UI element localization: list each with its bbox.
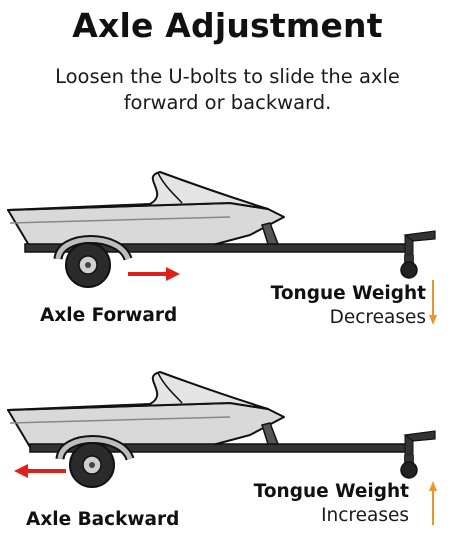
tongue-effect-decreases: Decreases [329,307,426,328]
tongue-weight-label-top: Tongue Weight [270,283,426,304]
move-arrow-right [128,267,180,281]
axle-wheel [53,235,133,288]
page-subtitle: Loosen the U-bolts to slide the axle for… [55,65,400,114]
axle-wheel [55,435,135,488]
tongue-effect-increases: Increases [321,505,409,526]
axle-forward-label: Axle Forward [40,305,178,326]
boat-trailer-axle-backward [7,371,437,525]
weight-arrow-up [429,481,437,525]
axle-backward-label: Axle Backward [26,509,180,530]
page-title: Axle Adjustment [72,6,383,45]
boat-illustration [7,371,285,448]
trailer-frame [29,422,436,479]
boat-illustration [7,171,285,248]
move-arrow-left [14,464,66,478]
tongue-weight-label-bottom: Tongue Weight [253,481,409,502]
boat-trailer-axle-forward [7,171,437,325]
weight-arrow-down [429,280,437,325]
trailer-frame [24,222,436,279]
